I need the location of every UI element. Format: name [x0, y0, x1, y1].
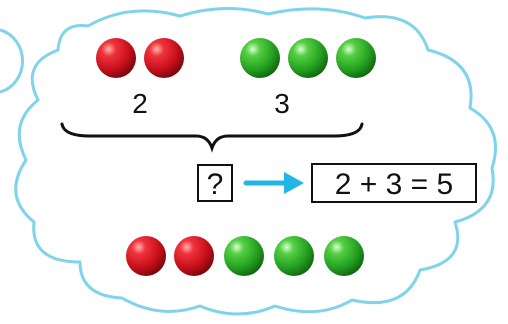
question-mark: ? — [207, 168, 224, 201]
grouping-brace — [60, 122, 364, 153]
right-group-count: 3 — [274, 88, 290, 119]
green-ball — [336, 38, 376, 78]
left-group-count: 2 — [132, 88, 148, 119]
green-ball — [240, 38, 280, 78]
thought-cloud-outline — [14, 7, 497, 316]
green-ball — [324, 236, 364, 276]
small-thought-bubble — [0, 28, 25, 94]
red-ball — [144, 38, 184, 78]
green-ball — [274, 236, 314, 276]
combined-balls-row — [126, 236, 364, 276]
green-ball — [288, 38, 328, 78]
right-group-green-balls — [240, 38, 376, 78]
red-ball — [126, 236, 166, 276]
red-ball — [174, 236, 214, 276]
left-group-red-balls — [96, 38, 184, 78]
arrow-icon — [243, 172, 304, 194]
green-ball — [224, 236, 264, 276]
equation-text: 2 + 3 = 5 — [335, 168, 453, 201]
red-ball — [96, 38, 136, 78]
question-box — [197, 164, 233, 202]
equation-box — [311, 163, 477, 203]
